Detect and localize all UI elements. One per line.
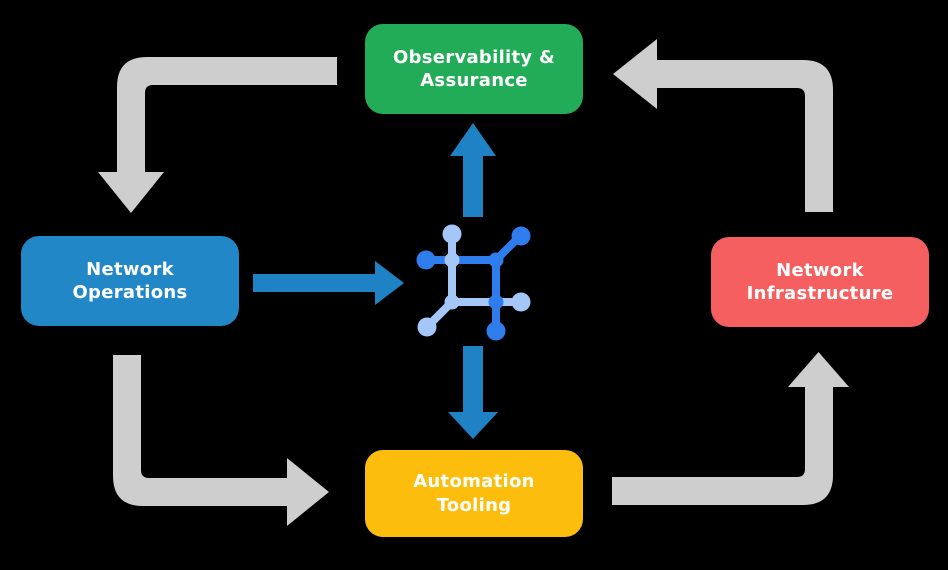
node-automation-tooling: Automation Tooling <box>365 450 583 537</box>
arrow-observability-to-operations-icon <box>98 57 337 213</box>
node-observability-assurance: Observability & Assurance <box>365 24 583 114</box>
arrow-operations-to-center-icon <box>253 261 404 305</box>
arrow-operations-to-automation-icon <box>113 355 329 526</box>
arrow-automation-to-infrastructure-icon <box>612 352 849 505</box>
arrow-center-to-automation-icon <box>448 346 498 439</box>
node-network-infrastructure: Network Infrastructure <box>711 237 929 327</box>
arrow-infrastructure-to-observability-icon <box>613 39 833 212</box>
network-mesh-icon <box>416 224 531 341</box>
node-network-operations: Network Operations <box>21 236 239 326</box>
arrow-center-to-observability-icon <box>450 123 496 217</box>
